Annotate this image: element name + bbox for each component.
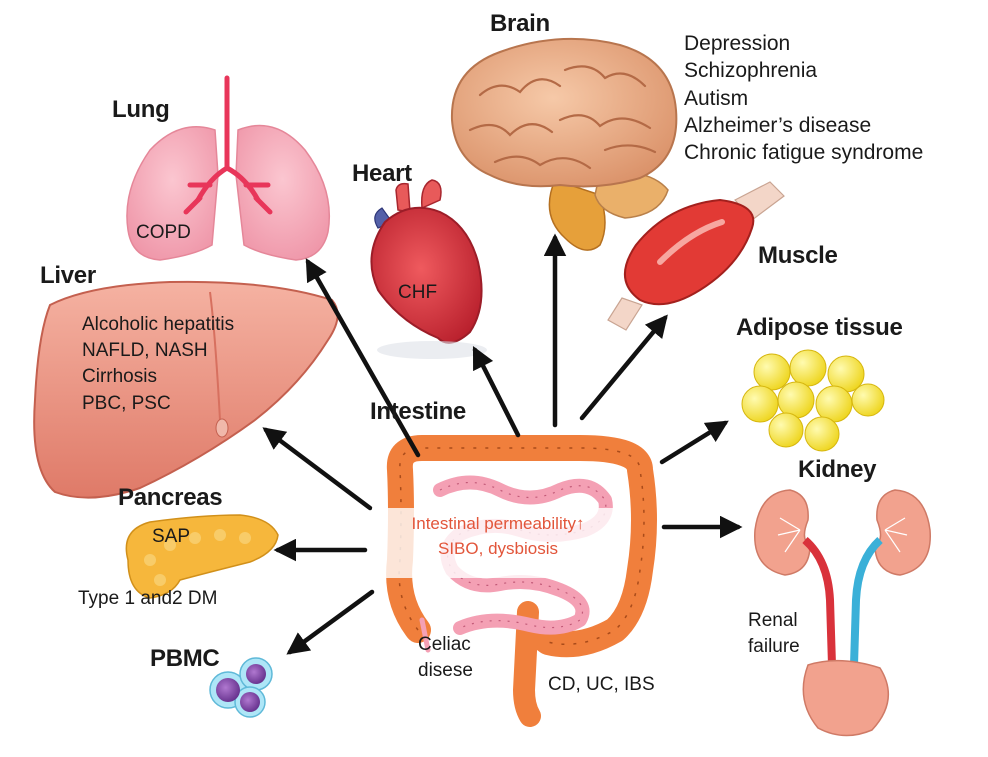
kidney-condition: Renal <box>748 610 798 631</box>
lung-condition: COPD <box>136 222 191 243</box>
intestine-condition: Celiac <box>418 634 471 655</box>
brain-label: Brain <box>490 10 550 37</box>
lung-left <box>126 126 219 261</box>
intestine-condition: disese <box>418 660 473 682</box>
brain-condition: Schizophrenia <box>684 59 818 83</box>
adipose-label: Adipose tissue <box>736 314 903 341</box>
heart-label: Heart <box>352 160 412 187</box>
ureter-blue <box>850 537 883 666</box>
heart-illustration <box>370 179 487 359</box>
heart-body <box>370 206 483 344</box>
brain-condition: Chronic fatigue syndrome <box>684 141 924 165</box>
central-line: Intestinal permeability↑ <box>411 514 585 533</box>
arrow-to-lung <box>305 258 421 458</box>
kidney-left <box>754 489 811 576</box>
arrows <box>262 233 743 655</box>
lung-illustration <box>126 75 331 261</box>
pbmc-illustration <box>209 657 273 718</box>
bladder <box>802 659 890 737</box>
intestinal-permeability-box: Intestinal permeability↑ SIBO, dysbiosis <box>372 508 624 578</box>
muscle-belly <box>623 198 755 306</box>
kidney-illustration <box>754 489 931 737</box>
adipose-illustration <box>741 349 885 452</box>
arrow-to-liver <box>262 427 373 511</box>
kidney-condition: failure <box>748 636 800 658</box>
liver-body <box>33 280 339 499</box>
pbmc-label: PBMC <box>150 645 220 672</box>
liver-condition: Alcoholic hepatitis <box>82 314 235 335</box>
central-line: SIBO, dysbiosis <box>438 538 558 558</box>
muscle-tendon-bottom <box>607 297 643 331</box>
liver-condition: PBC, PSC <box>82 392 171 414</box>
liver-illustration <box>33 280 339 499</box>
brain-condition: Alzheimer’s disease <box>684 113 872 137</box>
intestine-conditions-left: Celiac disese <box>418 632 473 684</box>
brain-condition: Depression <box>684 32 791 55</box>
ureter-red <box>802 536 836 666</box>
brain-gyri <box>468 65 657 170</box>
brain-illustration <box>450 37 678 251</box>
muscle-illustration <box>607 181 785 331</box>
arrow-to-heart <box>472 345 521 438</box>
rectum <box>512 601 541 727</box>
pancreas-label: Pancreas <box>118 484 223 511</box>
kidney-right <box>874 489 931 576</box>
pancreas-condition: SAP <box>152 526 191 547</box>
intestine-label: Intestine <box>370 398 466 425</box>
brain-condition: Autism <box>684 86 749 110</box>
muscle-label: Muscle <box>758 242 838 269</box>
pancreas-illustration <box>125 514 279 599</box>
lung-right <box>235 124 331 261</box>
heart-vessels <box>395 179 442 213</box>
arrow-to-adipose <box>659 420 729 465</box>
liver-label: Liver <box>40 262 96 289</box>
intestine-conditions-right: CD, UC, IBS <box>548 674 655 695</box>
brain-stem <box>548 179 606 251</box>
appendix <box>419 617 431 653</box>
arrow-to-muscle <box>579 314 668 421</box>
kidney-conditions: Renal failure <box>748 608 800 660</box>
trachea-bronchi <box>183 75 273 215</box>
pancreas-condition: Type 1 and2 DM <box>78 588 218 609</box>
liver-condition: Cirrhosis <box>82 366 157 388</box>
brain-conditions: Depression Schizophrenia Autism Alzheime… <box>684 30 923 166</box>
kidney-label: Kidney <box>798 456 877 483</box>
liver-conditions: Alcoholic hepatitis NAFLD, NASH Cirrhosi… <box>82 312 234 417</box>
lung-label: Lung <box>112 96 170 123</box>
liver-condition: NAFLD, NASH <box>82 340 208 362</box>
heart-condition: CHF <box>398 282 438 303</box>
arrow-to-pbmc <box>286 589 375 655</box>
brain-cerebrum <box>450 37 678 188</box>
